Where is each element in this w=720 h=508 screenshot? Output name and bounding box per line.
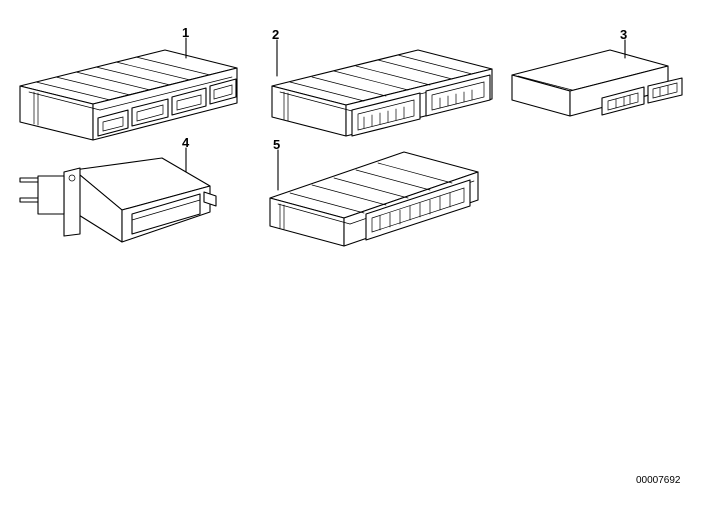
callout-5: 5 bbox=[273, 137, 280, 152]
part-3-control-unit[interactable] bbox=[511, 39, 683, 117]
part-1-control-unit[interactable] bbox=[19, 37, 238, 141]
callout-1: 1 bbox=[182, 25, 189, 40]
part-4-control-unit[interactable] bbox=[19, 147, 217, 243]
part-2-control-unit[interactable] bbox=[271, 39, 493, 137]
callout-2: 2 bbox=[272, 27, 279, 42]
drawing-number: 00007692 bbox=[636, 475, 681, 486]
callout-3: 3 bbox=[620, 27, 627, 42]
part-5-control-unit[interactable] bbox=[269, 149, 479, 247]
callout-4: 4 bbox=[182, 135, 190, 150]
